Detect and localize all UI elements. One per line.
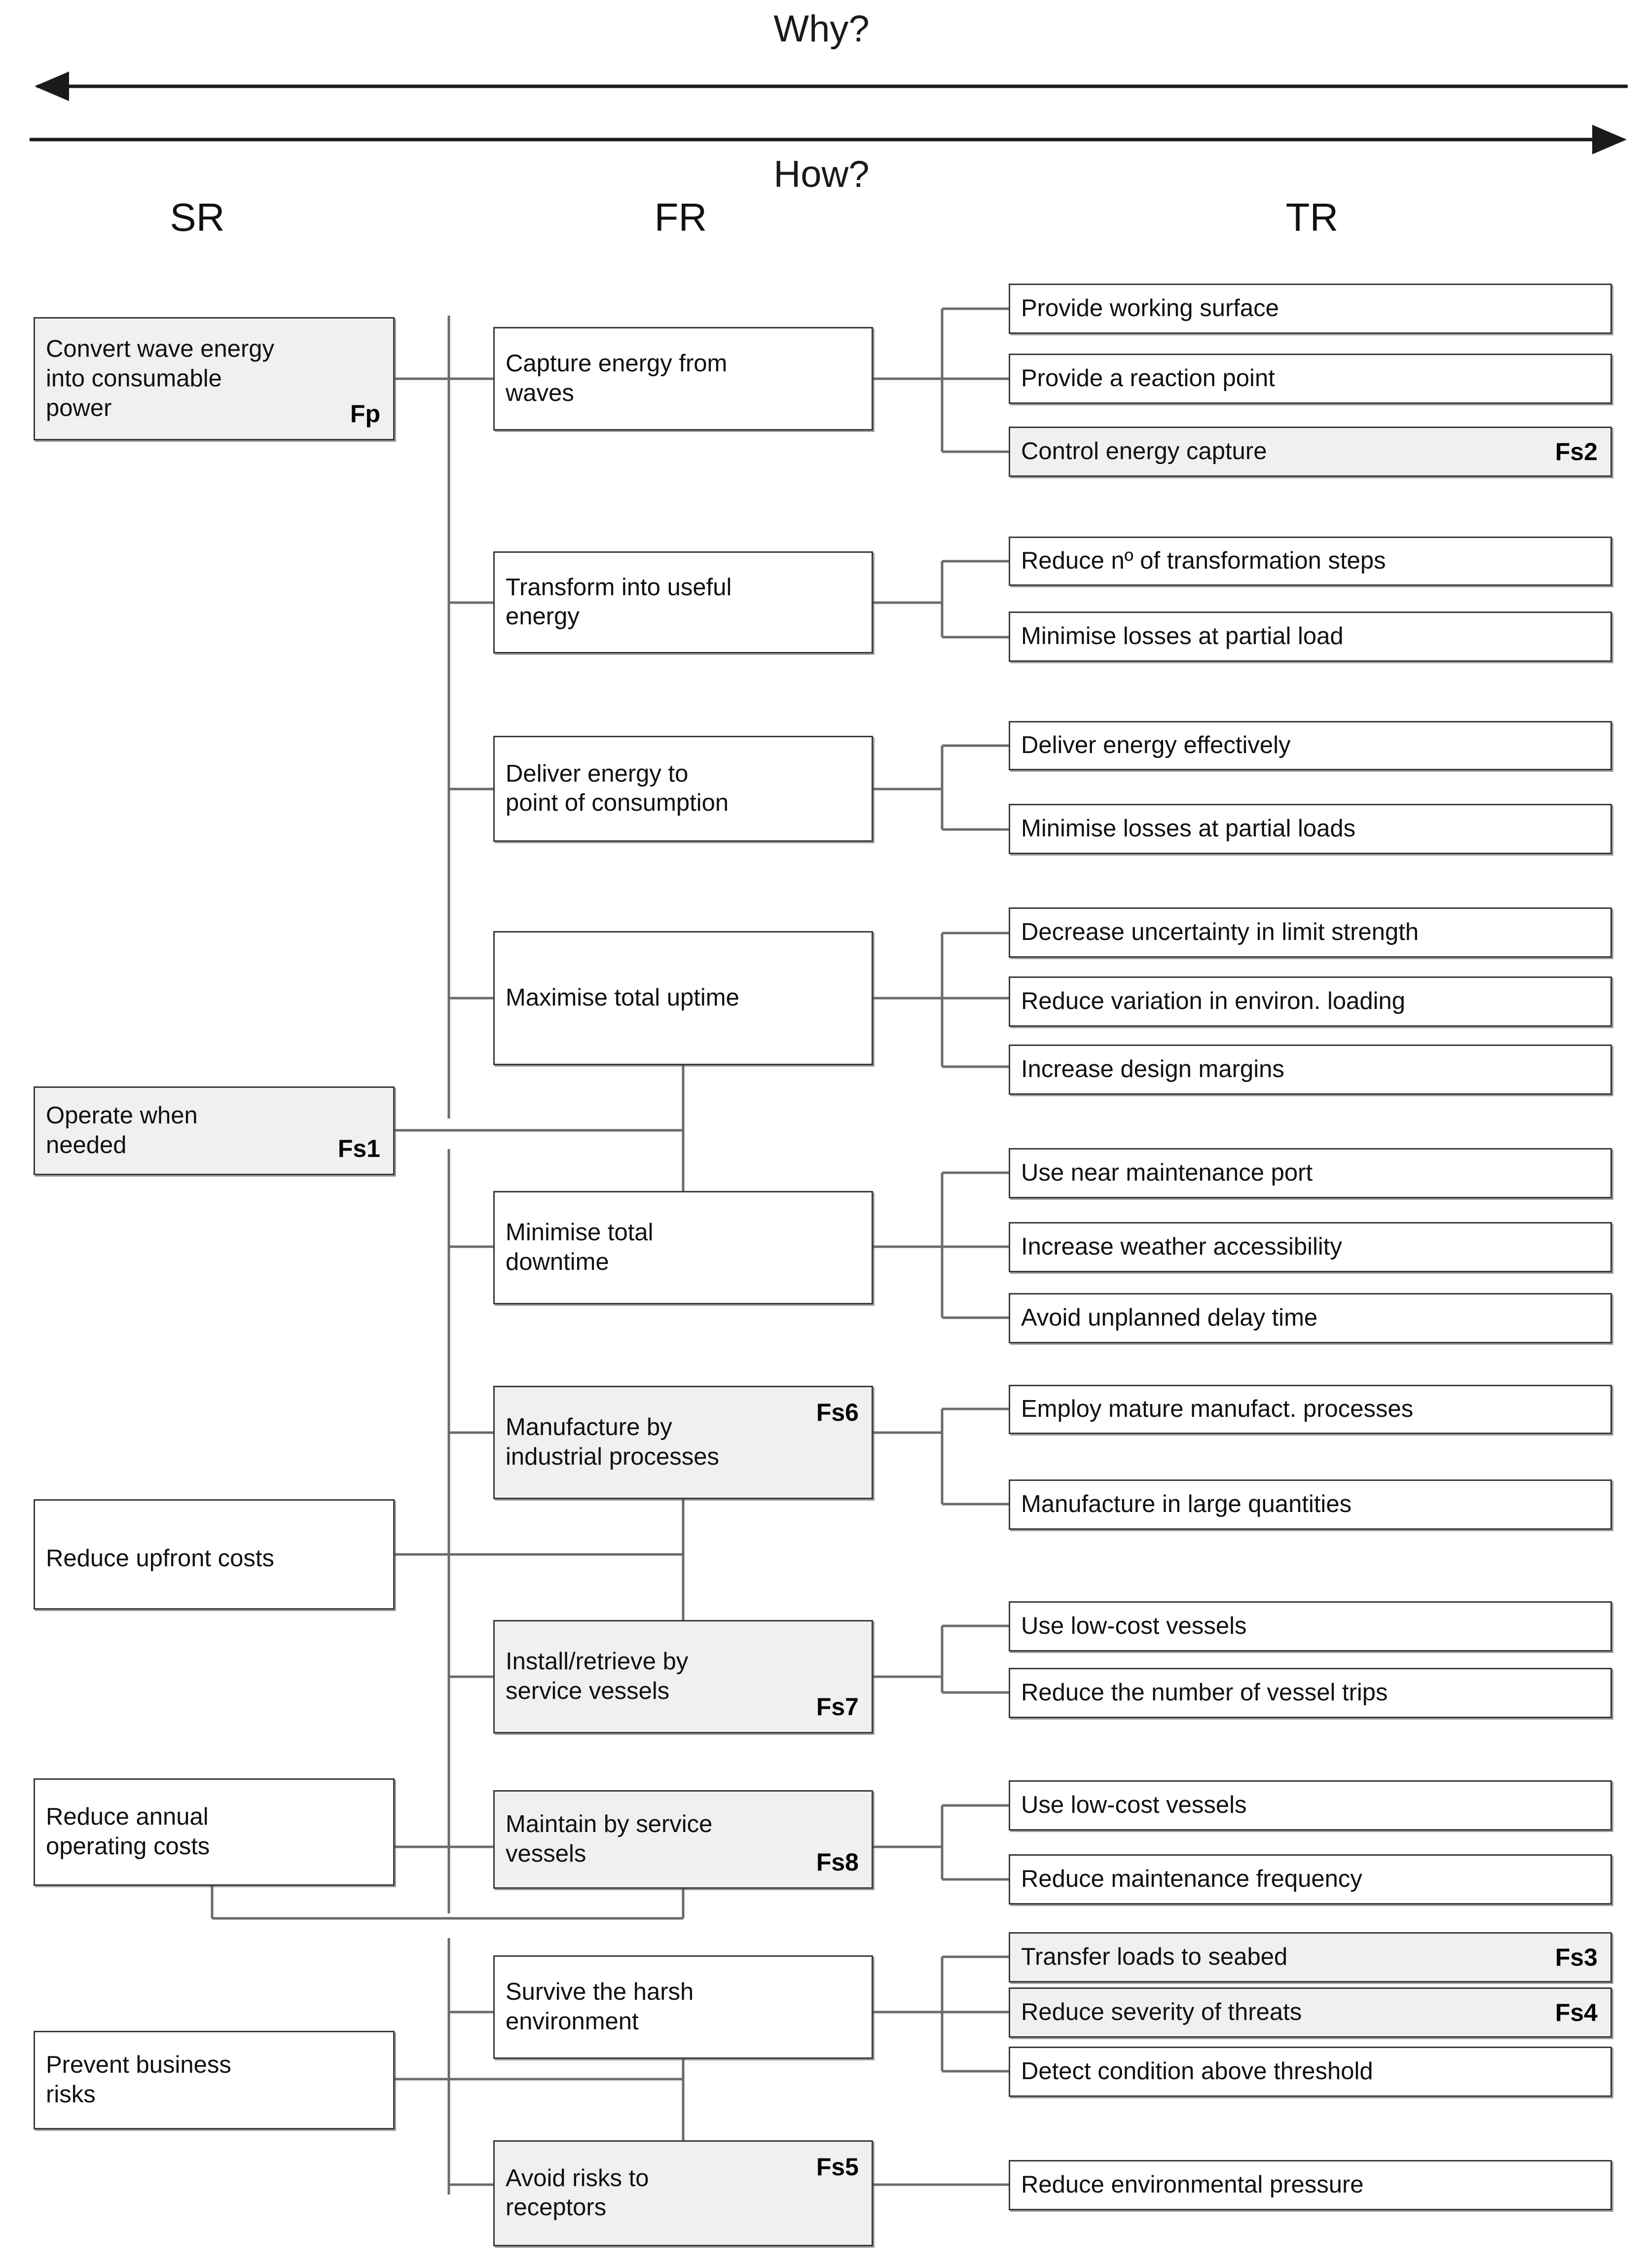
node-text: Reduce annual operating costs: [46, 1803, 210, 1860]
node-text: Control energy capture: [1021, 438, 1267, 465]
fr-node-deliver-energy-to-point-of-consumption[interactable]: Deliver energy to point of consumption: [493, 736, 873, 842]
tr-node-provide-a-reaction-point[interactable]: Provide a reaction point: [1009, 354, 1612, 404]
sr-node-reduce-upfront-costs[interactable]: Reduce upfront costs: [34, 1499, 395, 1610]
node-text: Reduce maintenance frequency: [1021, 1866, 1362, 1893]
fr-node-avoid-risks-to-receptors[interactable]: Avoid risks to receptors Fs5: [493, 2140, 873, 2246]
node-text: Minimise losses at partial loads: [1021, 815, 1356, 842]
fr-node-minimise-total-downtime[interactable]: Minimise total downtime: [493, 1191, 873, 1304]
node-text: Reduce variation in environ. loading: [1021, 988, 1406, 1015]
tr-node-reduce-severity-of-threats[interactable]: Reduce severity of threats Fs4: [1009, 1987, 1612, 2038]
tr-node-minimise-losses-at-partial-loads[interactable]: Minimise losses at partial loads: [1009, 804, 1612, 854]
node-text: Avoid unplanned delay time: [1021, 1304, 1318, 1332]
node-text: Convert wave energy into consumable powe…: [46, 335, 275, 421]
node-tag: Fs3: [1555, 1944, 1598, 1971]
tr-node-manufacture-in-large-quantities[interactable]: Manufacture in large quantities: [1009, 1479, 1612, 1530]
tr-node-employ-mature-manufact-processes[interactable]: Employ mature manufact. processes: [1009, 1385, 1612, 1434]
node-text: Use low-cost vessels: [1021, 1613, 1247, 1640]
fr-node-install-retrieve-by-service-vessels[interactable]: Install/retrieve by service vessels Fs7: [493, 1620, 873, 1733]
fr-node-maximise-total-uptime[interactable]: Maximise total uptime: [493, 931, 873, 1065]
node-text: Increase design margins: [1021, 1056, 1284, 1083]
tr-node-provide-working-surface[interactable]: Provide working surface: [1009, 284, 1612, 334]
why-label: Why?: [773, 8, 870, 50]
tr-node-reduce-maintenance-frequency[interactable]: Reduce maintenance frequency: [1009, 1854, 1612, 1905]
node-text: Manufacture by industrial processes: [506, 1414, 720, 1470]
node-text: Prevent business risks: [46, 2052, 231, 2108]
node-text: Survive the harsh environment: [506, 1979, 694, 2035]
fr-node-maintain-by-service-vessels[interactable]: Maintain by service vessels Fs8: [493, 1790, 873, 1889]
sr-node-convert-wave-energy[interactable]: Convert wave energy into consumable powe…: [34, 317, 395, 440]
tr-node-reduce-the-number-of-vessel-trips[interactable]: Reduce the number of vessel trips: [1009, 1668, 1612, 1718]
tr-node-increase-design-margins[interactable]: Increase design margins: [1009, 1044, 1612, 1095]
fr-node-manufacture-by-industrial-processes[interactable]: Manufacture by industrial processes Fs6: [493, 1386, 873, 1499]
fr-node-survive-the-harsh-environment[interactable]: Survive the harsh environment: [493, 1955, 873, 2059]
sr-node-reduce-annual-operating-costs[interactable]: Reduce annual operating costs: [34, 1778, 395, 1886]
tr-node-increase-weather-accessibility[interactable]: Increase weather accessibility: [1009, 1222, 1612, 1272]
node-tag: Fs5: [816, 2153, 859, 2181]
node-text: Minimise losses at partial load: [1021, 623, 1344, 650]
tr-node-reduce-environmental-pressure[interactable]: Reduce environmental pressure: [1009, 2160, 1612, 2210]
node-text: Reduce environmental pressure: [1021, 2171, 1364, 2198]
node-tag: Fs8: [816, 1848, 859, 1876]
node-text: Reduce upfront costs: [46, 1545, 275, 1572]
tr-node-avoid-unplanned-delay-time[interactable]: Avoid unplanned delay time: [1009, 1293, 1612, 1343]
tr-node-decrease-uncertainty-in-limit-strength[interactable]: Decrease uncertainty in limit strength: [1009, 907, 1612, 958]
tr-node-reduce-transformation-steps[interactable]: Reduce nº of transformation steps: [1009, 537, 1612, 586]
node-tag: Fp: [350, 400, 380, 428]
node-text: Reduce nº of transformation steps: [1021, 547, 1386, 575]
node-text: Maintain by service vessels: [506, 1811, 713, 1867]
node-text: Use near maintenance port: [1021, 1159, 1313, 1187]
sr-node-operate-when-needed[interactable]: Operate when needed Fs1: [34, 1086, 395, 1175]
tr-node-deliver-energy-effectively[interactable]: Deliver energy effectively: [1009, 721, 1612, 770]
tr-node-use-near-maintenance-port[interactable]: Use near maintenance port: [1009, 1148, 1612, 1198]
node-text: Transform into useful energy: [506, 574, 732, 630]
node-text: Reduce the number of vessel trips: [1021, 1679, 1388, 1706]
node-text: Deliver energy effectively: [1021, 732, 1291, 759]
sr-node-prevent-business-risks[interactable]: Prevent business risks: [34, 2031, 395, 2129]
tr-node-detect-condition-above-threshold[interactable]: Detect condition above threshold: [1009, 2047, 1612, 2097]
node-text: Manufacture in large quantities: [1021, 1491, 1352, 1518]
column-label-tr: TR: [1285, 195, 1339, 239]
node-text: Provide a reaction point: [1021, 365, 1275, 392]
tr-node-control-energy-capture[interactable]: Control energy capture Fs2: [1009, 427, 1612, 477]
node-text: Provide working surface: [1021, 295, 1279, 322]
node-tag: Fs4: [1555, 1999, 1598, 2026]
node-tag: Fs2: [1555, 438, 1598, 466]
node-text: Maximise total uptime: [506, 984, 739, 1011]
fr-node-transform-into-useful-energy[interactable]: Transform into useful energy: [493, 551, 873, 653]
node-tag: Fs1: [337, 1135, 380, 1162]
tr-node-minimise-losses-at-partial-load[interactable]: Minimise losses at partial load: [1009, 612, 1612, 662]
node-text: Capture energy from waves: [506, 350, 728, 406]
node-text: Employ mature manufact. processes: [1021, 1396, 1414, 1423]
node-text: Reduce severity of threats: [1021, 1999, 1302, 2026]
fr-node-capture-energy-from-waves[interactable]: Capture energy from waves: [493, 327, 873, 431]
column-label-sr: SR: [170, 195, 225, 239]
why-arrow: [35, 72, 1628, 101]
node-text: Detect condition above threshold: [1021, 2058, 1373, 2085]
node-tag: Fs7: [816, 1693, 859, 1721]
tr-node-use-low-cost-vessels-install[interactable]: Use low-cost vessels: [1009, 1601, 1612, 1652]
tr-node-use-low-cost-vessels-maintain[interactable]: Use low-cost vessels: [1009, 1780, 1612, 1831]
node-text: Transfer loads to seabed: [1021, 1944, 1288, 1971]
column-label-fr: FR: [654, 195, 707, 239]
node-text: Use low-cost vessels: [1021, 1792, 1247, 1819]
node-text: Decrease uncertainty in limit strength: [1021, 919, 1419, 946]
node-text: Avoid risks to receptors: [506, 2164, 649, 2221]
node-text: Install/retrieve by service vessels: [506, 1648, 689, 1704]
how-label: How?: [773, 153, 870, 195]
node-text: Minimise total downtime: [506, 1219, 654, 1275]
node-text: Increase weather accessibility: [1021, 1233, 1342, 1260]
how-arrow: [30, 125, 1627, 154]
tr-node-transfer-loads-to-seabed[interactable]: Transfer loads to seabed Fs3: [1009, 1932, 1612, 1982]
tr-node-reduce-variation-in-environ-loading[interactable]: Reduce variation in environ. loading: [1009, 976, 1612, 1027]
node-text: Deliver energy to point of consumption: [506, 760, 729, 817]
node-tag: Fs6: [816, 1399, 859, 1426]
node-text: Operate when needed: [46, 1102, 198, 1158]
